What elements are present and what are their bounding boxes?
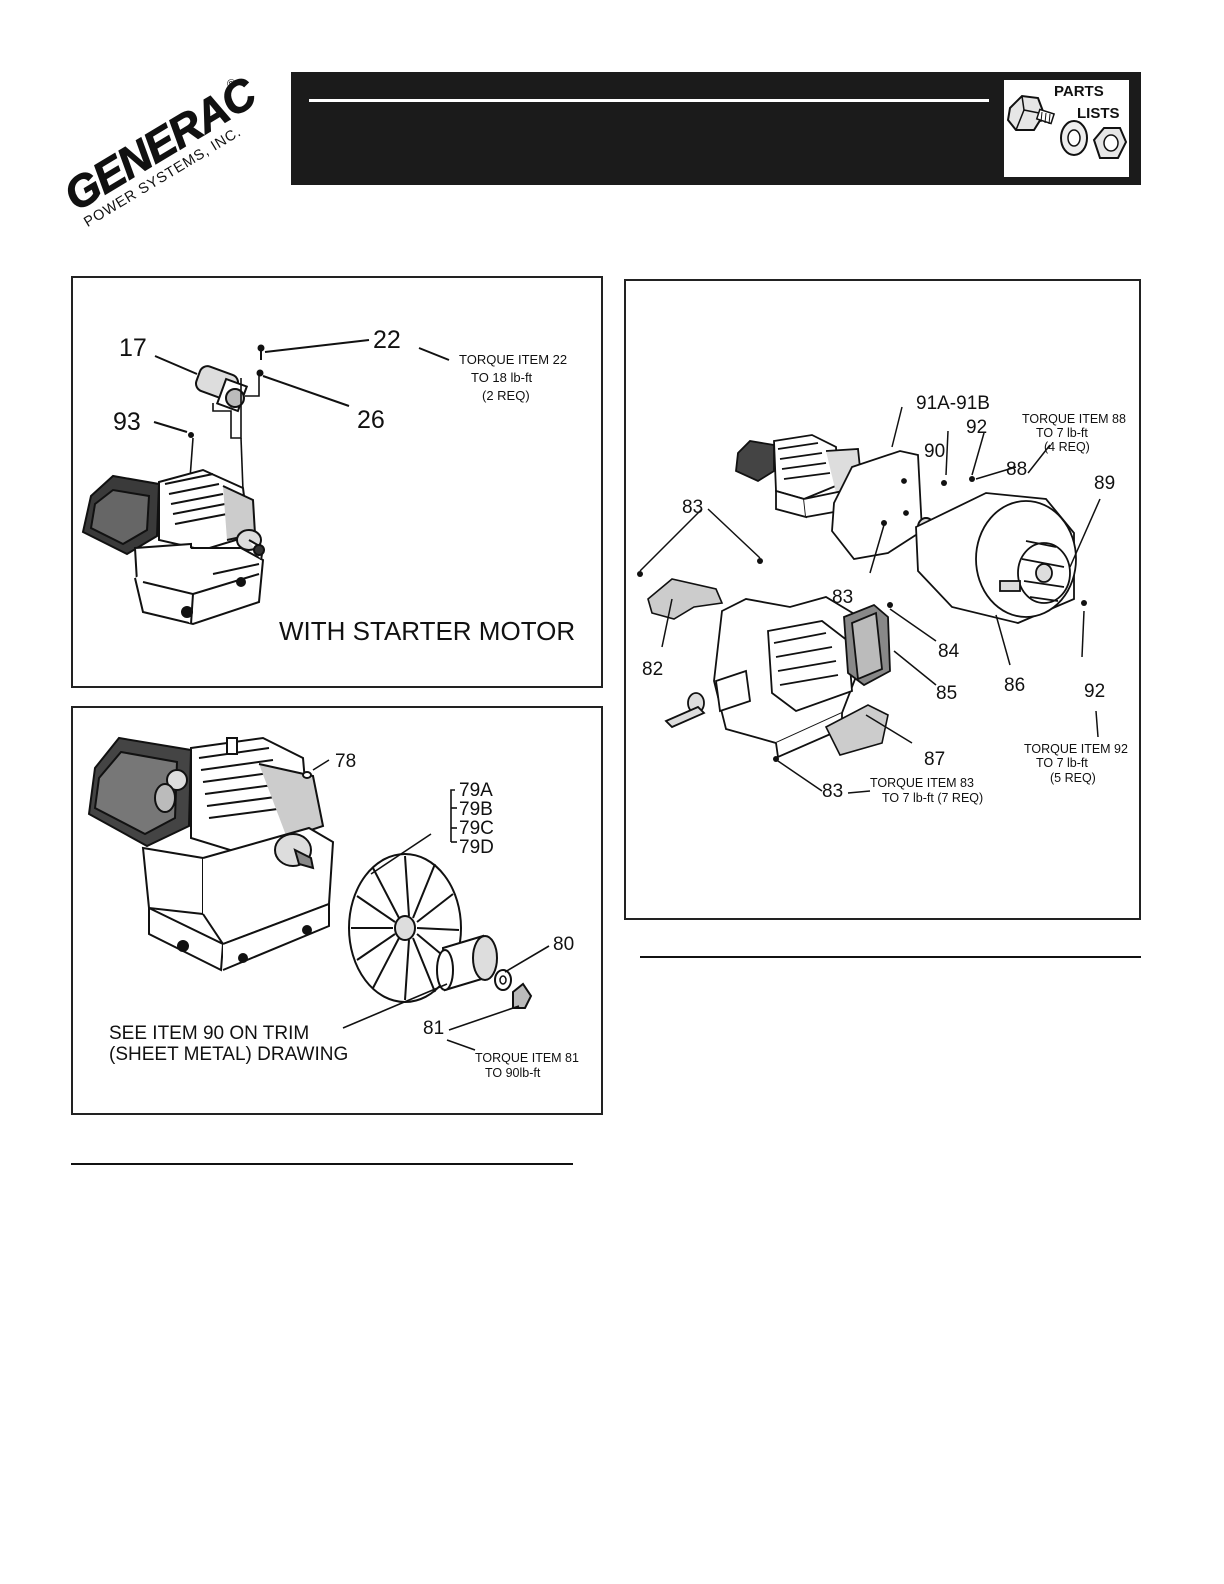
trim-sheet-metal-panel: 91A-91B 92 90 88 89 83 83 82 84 85 86 92… (624, 279, 1141, 920)
callout-92-right: 92 (1084, 681, 1105, 702)
torque-92-line1: TORQUE ITEM 92 (1024, 742, 1128, 756)
callout-79d: 79D (459, 837, 494, 858)
flywheel-panel: 78 79A 79B 79C 79D 80 81 SEE ITEM 90 ON … (71, 706, 603, 1115)
badge-lists-text: LISTS (1077, 105, 1120, 122)
callout-82: 82 (642, 659, 663, 680)
callout-87: 87 (924, 749, 945, 770)
callout-89: 89 (1094, 473, 1115, 494)
torque-92-line3: (5 REQ) (1050, 771, 1096, 785)
generac-logo: GENERAC ® POWER SYSTEMS, INC. (55, 62, 275, 237)
bolt-22-drawing (256, 344, 265, 377)
see-note-line1: SEE ITEM 90 ON TRIM (109, 1023, 309, 1044)
header-bar (291, 72, 1141, 185)
item-93-plug (188, 432, 194, 438)
callout-80: 80 (553, 934, 574, 955)
callout-17: 17 (119, 334, 147, 362)
torque-22-line2: TO 18 lb-ft (471, 370, 533, 385)
callout-92-top: 92 (966, 417, 987, 438)
header-rule (309, 99, 989, 102)
callout-93: 93 (113, 408, 141, 436)
fan-housing-drawing (915, 492, 1077, 624)
torque-81-line2: TO 90lb-ft (485, 1066, 541, 1080)
engine-drawing (87, 736, 335, 972)
callout-22: 22 (373, 326, 401, 354)
section-rule-left (71, 1163, 573, 1165)
callout-91a-91b: 91A-91B (916, 393, 990, 414)
parts-lists-badge: PARTS LISTS (1004, 80, 1129, 177)
torque-88-line2: TO 7 lb-ft (1036, 426, 1088, 440)
blower-housing-drawing (831, 450, 923, 560)
torque-22-line1: TORQUE ITEM 22 (459, 352, 567, 367)
item-90-spacer-drawing (436, 934, 498, 992)
torque-88-line1: TORQUE ITEM 88 (1022, 412, 1126, 426)
bolt-icon (1006, 94, 1056, 131)
washer-icon (1060, 120, 1088, 156)
callout-84: 84 (938, 641, 960, 662)
badge-parts-text: PARTS (1054, 83, 1104, 100)
callout-86: 86 (1004, 675, 1025, 696)
item-81-nut (512, 982, 533, 1009)
torque-92-line2: TO 7 lb-ft (1036, 756, 1088, 770)
callout-79a: 79A (459, 780, 493, 801)
starter-motor-panel: 17 93 22 26 TORQUE ITEM 22 TO 18 lb-ft (… (71, 276, 603, 688)
torque-22-line3: (2 REQ) (482, 388, 530, 403)
item-82-bracket (647, 578, 724, 620)
starter-motor-drawing (195, 365, 249, 413)
callout-83-mid: 83 (832, 587, 853, 608)
engine-drawing (81, 468, 265, 626)
air-box-drawing (843, 603, 891, 687)
torque-88-line3: (4 REQ) (1044, 440, 1090, 454)
callout-79c: 79C (459, 818, 494, 839)
callout-78: 78 (335, 751, 356, 772)
torque-83-line1: TORQUE ITEM 83 (870, 776, 974, 790)
torque-83-line2: TO 7 lb-ft (7 REQ) (882, 791, 983, 805)
callout-26: 26 (357, 406, 385, 434)
item-78-key (302, 771, 312, 779)
callout-85: 85 (936, 683, 957, 704)
starter-caption: WITH STARTER MOTOR (279, 616, 575, 646)
callout-90: 90 (924, 441, 945, 462)
callout-83-bottom: 83 (822, 781, 843, 802)
item-87-shield (824, 704, 889, 756)
callout-81: 81 (423, 1018, 444, 1039)
callout-83-top: 83 (682, 497, 703, 518)
see-note-line2: (SHEET METAL) DRAWING (109, 1044, 348, 1065)
callout-88: 88 (1006, 459, 1027, 480)
logo-brand-text: GENERAC (60, 68, 266, 221)
callout-79b: 79B (459, 799, 493, 820)
screw-markers (637, 476, 1087, 762)
nut-icon (1092, 127, 1128, 159)
torque-81-line1: TORQUE ITEM 81 (475, 1051, 579, 1065)
section-rule-right (640, 956, 1141, 958)
